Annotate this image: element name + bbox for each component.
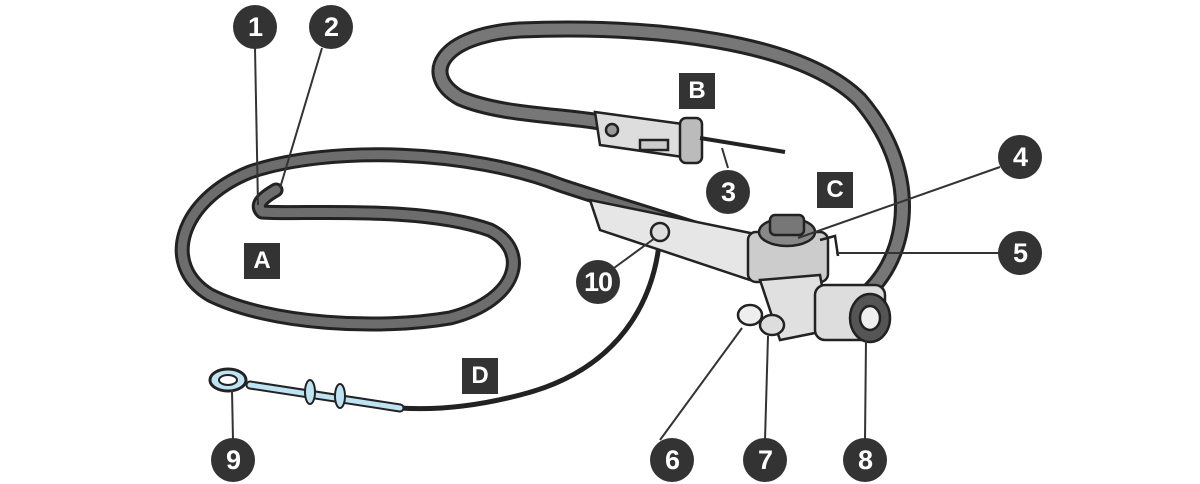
leader-9 — [231, 389, 234, 441]
label-4: 4 — [998, 135, 1042, 179]
label-5: 5 — [998, 231, 1042, 275]
section-label-a: A — [244, 243, 280, 279]
connector-b — [593, 110, 786, 165]
leader-6 — [659, 327, 743, 441]
section-label-c: C — [817, 172, 853, 208]
leader-7 — [764, 335, 769, 441]
section-label-b: B — [679, 73, 715, 109]
light-blue-plug — [247, 382, 403, 411]
leader-4 — [797, 166, 1001, 239]
cable-d — [397, 232, 663, 412]
label-1: 1 — [233, 5, 277, 49]
label-9: 9 — [211, 438, 255, 482]
leader-3 — [721, 147, 729, 169]
leader-10 — [613, 237, 656, 269]
label-6: 6 — [650, 438, 694, 482]
label-2: 2 — [309, 5, 353, 49]
label-7: 7 — [743, 438, 787, 482]
label-3: 3 — [706, 170, 750, 214]
leader-1 — [254, 47, 259, 206]
leader-2 — [279, 47, 323, 189]
leader-8 — [864, 339, 867, 441]
section-label-d: D — [462, 358, 498, 394]
label-8: 8 — [843, 438, 887, 482]
label-10: 10 — [576, 260, 620, 304]
control-body — [588, 198, 892, 344]
